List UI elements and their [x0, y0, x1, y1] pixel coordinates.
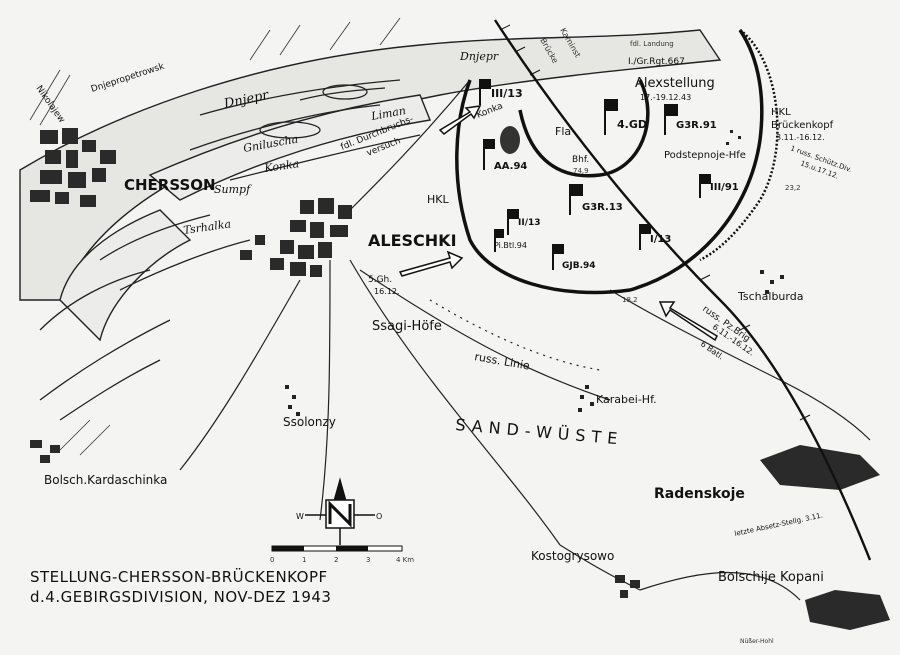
compass-east: O [376, 512, 382, 521]
label-bhf-num: 74,9 [573, 167, 589, 175]
dnjepr-river [19, 29, 722, 342]
label-dnjepropetrowsk: Dnjepropetrowsk [90, 61, 167, 94]
label-fla: Fla [555, 125, 571, 138]
label-chersson: CHERSSON [124, 176, 216, 194]
label-bk-dates: 3.11.-16.12. [776, 133, 825, 142]
label-unit-i13: I/13 [650, 234, 671, 245]
label-unit-pi: Pi.Btl.94 [494, 241, 527, 250]
roads [179, 79, 871, 601]
label-kopani: Bolschije Kopani [718, 570, 824, 585]
aleschki-town [240, 198, 352, 277]
scale-bar [271, 545, 403, 552]
label-kardaschinka: Bolsch.Kardaschinka [44, 473, 167, 487]
label-hkl-bk: HKL [771, 107, 791, 118]
label-brueckenkopf: Brückenkopf [771, 120, 834, 131]
label-h232: 23,2 [785, 184, 801, 192]
label-unit-4gd: 4.GD [617, 118, 647, 131]
label-soh: 5.Gh. [368, 275, 392, 285]
label-nikolajew: Nikolajew [34, 84, 67, 125]
label-ssolonzy: Ssolonzy [283, 415, 336, 429]
map-caption: STELLUNG-CHERSSON-BRÜCKENKOPF d.4.GEBIRG… [30, 567, 331, 607]
chersson-town [30, 128, 116, 207]
caption-line-1: STELLUNG-CHERSSON-BRÜCKENKOPF [30, 568, 328, 586]
scale-ticks: 0 1 2 3 4 Km [270, 556, 414, 564]
alexstellung-line [455, 29, 764, 295]
radenskoje-town [760, 445, 880, 490]
label-alexstellung: Alexstellung [635, 76, 715, 91]
label-russ-6batl: 6 Batl. [699, 339, 725, 361]
label-hkl: HKL [427, 193, 449, 206]
label-unit-g3r13: G3R.13 [582, 202, 623, 213]
label-unit-g3r91: G3R.91 [676, 120, 717, 131]
railway [493, 19, 872, 561]
bank-hatching [29, 17, 401, 456]
label-soh-date: 16.12. [374, 287, 399, 296]
label-alex-dates: 17.-19.12.43 [640, 93, 691, 102]
label-unit-ii13: II/13 [518, 218, 541, 228]
label-russ-linie: russ. Linie [473, 350, 531, 373]
label-radenskoje: Radenskoje [654, 486, 745, 502]
compass-rose [305, 477, 375, 545]
konka-lake [500, 126, 520, 154]
unit-flags [479, 79, 711, 270]
hkl-brueckenkopf-line [699, 29, 779, 262]
label-dnjepr-upper: Dnjepr [459, 50, 499, 63]
label-h18: 18,2 [622, 296, 638, 304]
river-islands [39, 79, 421, 421]
credit: Nüßer-Hohl [740, 638, 774, 645]
svg-text:2: 2 [334, 556, 338, 564]
svg-text:0: 0 [270, 556, 274, 564]
farmstead-marks [285, 130, 784, 416]
label-konka: Konka [263, 157, 300, 175]
kardaschinka-town [30, 440, 60, 463]
label-unit-iii91: III/91 [710, 182, 739, 193]
caption-line-2: d.4.GEBIRGSDIVISION, NOV-DEZ 1943 [30, 588, 332, 606]
label-liman: Liman [369, 104, 407, 123]
russian-line [429, 299, 601, 371]
label-unit-aa94: AA.94 [494, 161, 527, 172]
compass-west: W [296, 512, 304, 521]
label-unit-iii13: III/13 [491, 87, 523, 100]
russian-attack-arrows [398, 105, 718, 342]
svg-text:1: 1 [302, 556, 306, 564]
label-bhf: Bhf. [572, 155, 589, 165]
label-karabei: Karabei-Hf. [596, 393, 657, 406]
railway-ties [499, 24, 811, 421]
svg-text:3: 3 [366, 556, 370, 564]
label-gr-rgt: I./Gr.Rgt.667 [628, 57, 685, 67]
kopani-town [805, 590, 890, 630]
label-ssagi: Ssagi-Höfe [372, 319, 442, 334]
label-aleschki: ALESCHKI [368, 231, 457, 250]
kostogrysowo-town [615, 575, 640, 598]
label-unit-gjb94: GJB.94 [562, 261, 596, 271]
svg-text:4 Km: 4 Km [396, 556, 414, 564]
label-absetz: letzte Absetz-Stellg. 3.11. [734, 511, 824, 538]
label-landung: fdl. Landung [630, 40, 674, 48]
label-podstepnoje: Podstepnoje-Hfe [664, 150, 746, 161]
label-kostogrysowo: Kostogrysowo [531, 549, 614, 563]
label-sand-wueste: SAND-WÜSTE [455, 415, 624, 449]
label-sumpf: Sumpf [214, 183, 252, 196]
label-tschalburda: Tschalburda [737, 290, 803, 303]
